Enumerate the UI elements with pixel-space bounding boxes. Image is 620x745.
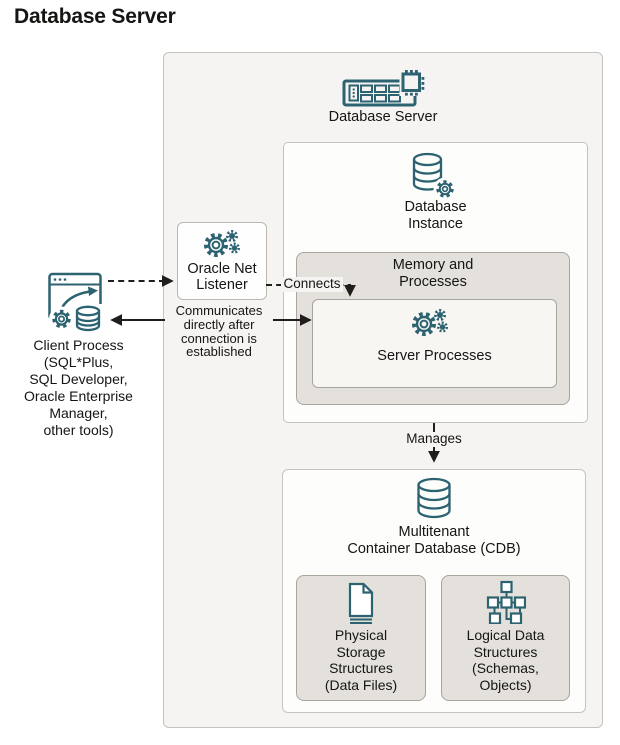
server-processes-box bbox=[312, 299, 557, 388]
data-file-icon bbox=[348, 582, 374, 624]
database-cylinder bbox=[75, 305, 101, 332]
browser-dots bbox=[53, 278, 67, 281]
manages-label: Manages bbox=[401, 431, 467, 447]
page-fold bbox=[362, 584, 372, 594]
database-cylinder-gear-icon bbox=[412, 152, 457, 201]
big-gear bbox=[412, 312, 436, 336]
big-gear bbox=[204, 233, 228, 257]
logical-data-label: Logical Data Structures (Schemas, Object… bbox=[466, 627, 545, 693]
database-instance-label: Database Instance bbox=[404, 199, 467, 232]
cdb-label: Multitenant Container Database (CDB) bbox=[347, 524, 521, 557]
server-rack-chip-icon bbox=[342, 70, 425, 107]
gears-icon bbox=[204, 230, 240, 257]
client-browser-gear-database-icon bbox=[48, 272, 104, 334]
page-lines bbox=[350, 618, 372, 624]
trend-arrowhead bbox=[88, 286, 98, 296]
communicates-label: Communicates directly after connection i… bbox=[165, 304, 273, 360]
small-gears bbox=[433, 309, 448, 333]
server-processes-label: Server Processes bbox=[377, 348, 492, 364]
gear bbox=[52, 309, 71, 329]
client-process-label: Client Process (SQL*Plus, SQL Developer,… bbox=[24, 337, 133, 438]
oracle-net-listener-label: Oracle Net Listener bbox=[187, 261, 257, 293]
schema-objects-tree-icon bbox=[486, 580, 526, 624]
small-gears bbox=[225, 230, 240, 254]
database-cylinder-icon bbox=[417, 477, 451, 519]
memory-processes-label: Memory and Processes bbox=[392, 257, 474, 290]
tree-nodes bbox=[486, 580, 526, 624]
gears-icon bbox=[412, 309, 448, 336]
connects-label: Connects bbox=[281, 276, 343, 292]
gear bbox=[436, 180, 454, 198]
chip bbox=[401, 72, 421, 92]
physical-storage-label: Physical Storage Structures (Data Files) bbox=[324, 627, 398, 693]
page bbox=[348, 582, 374, 618]
chip-pins bbox=[405, 70, 425, 96]
oracle-net-listener-box bbox=[177, 222, 267, 300]
database-server-label: Database Server bbox=[328, 109, 438, 125]
page-title: Database Server bbox=[14, 5, 176, 28]
